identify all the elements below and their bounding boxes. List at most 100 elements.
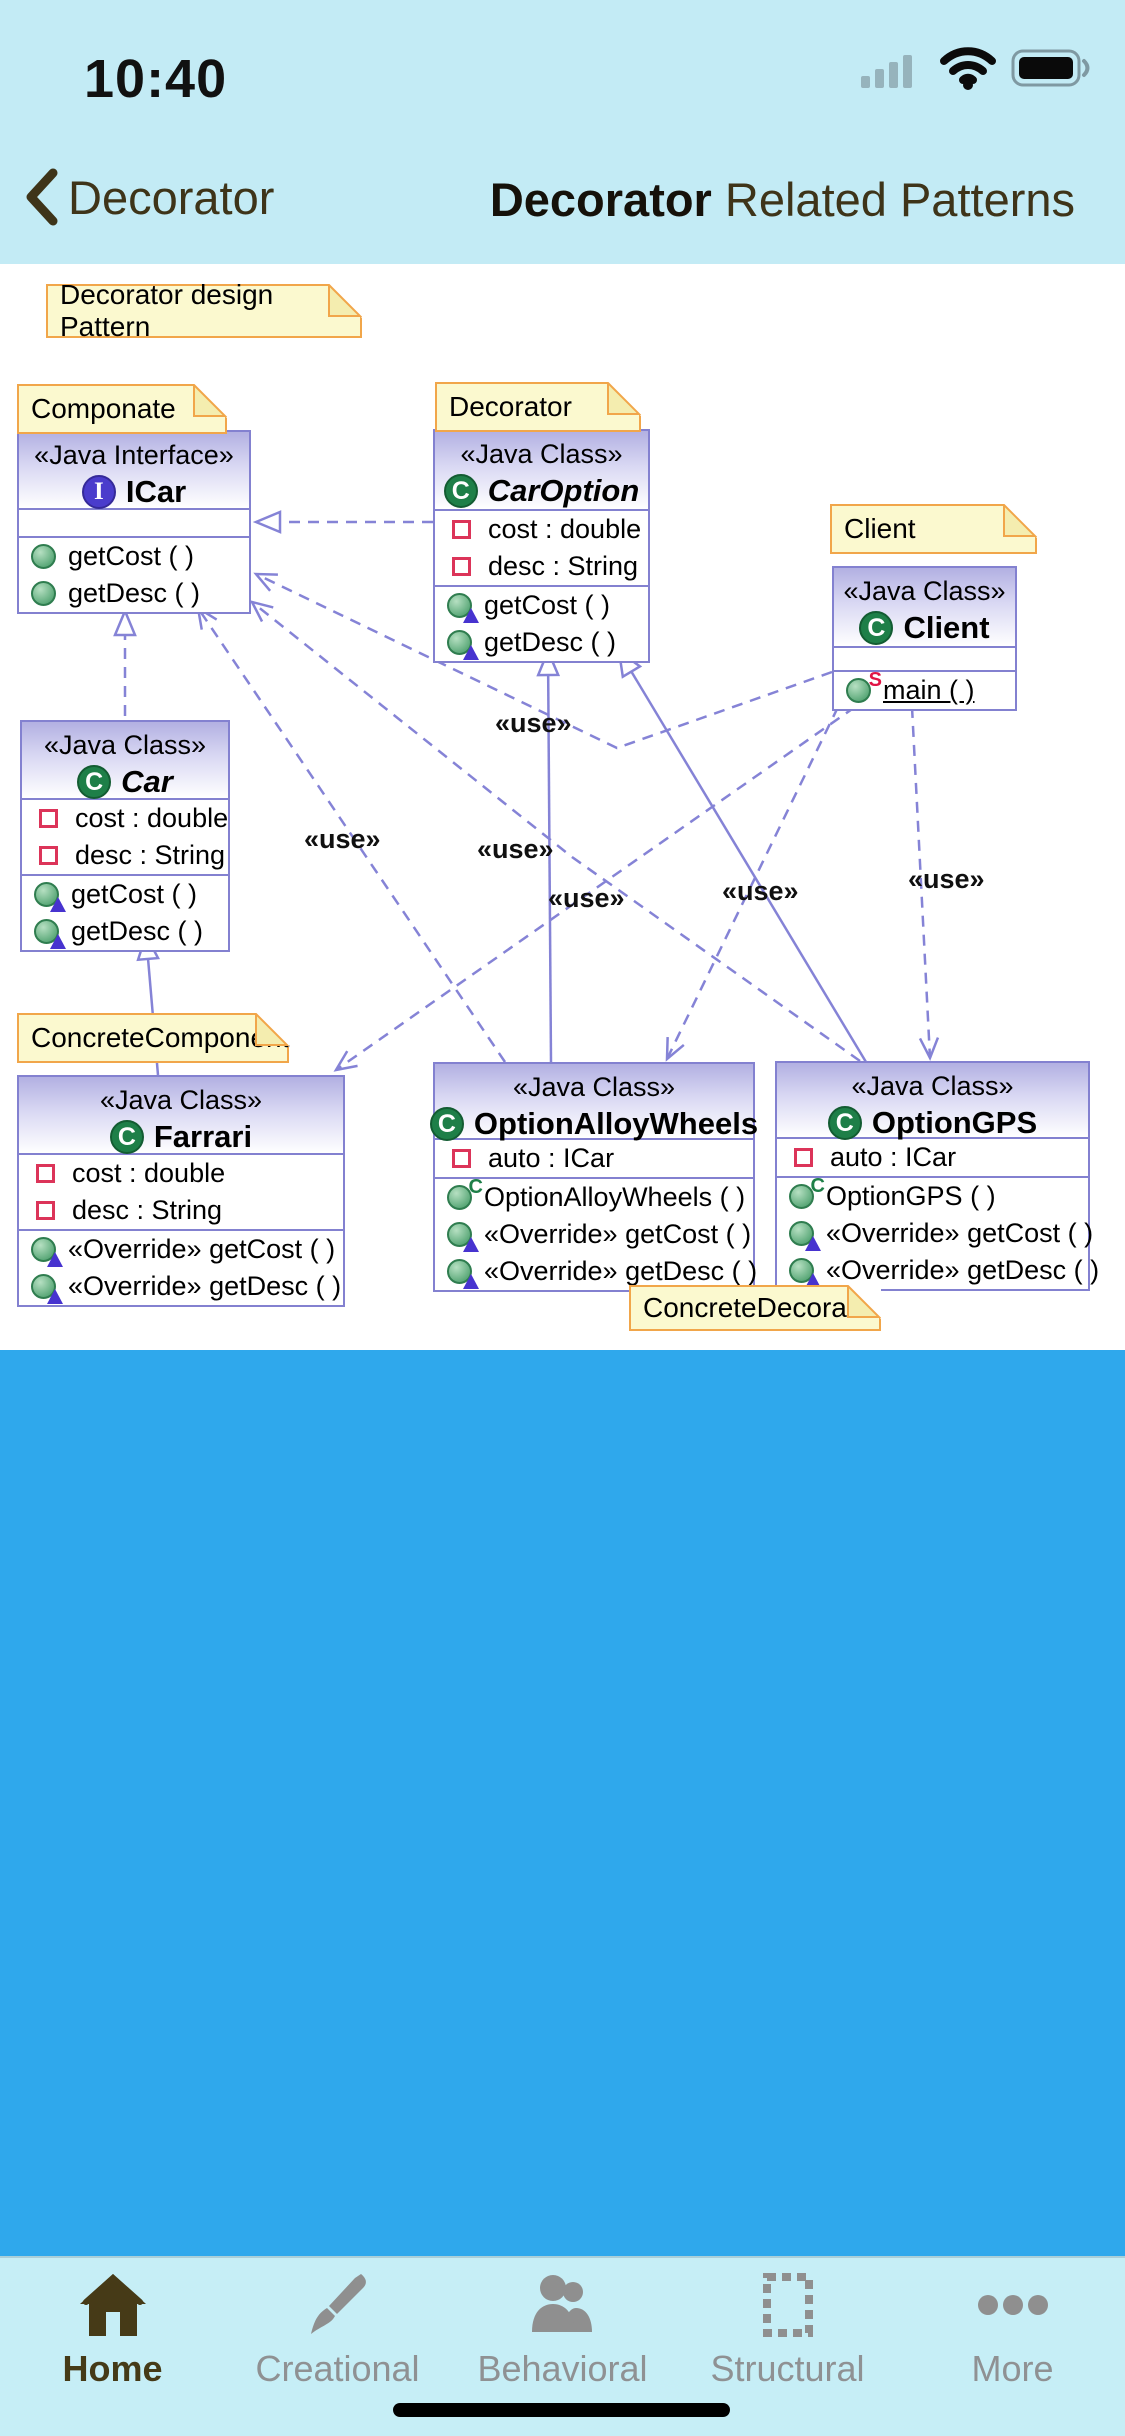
stereotype-label: «Java Class» — [512, 1072, 676, 1102]
note-fold-icon — [607, 382, 641, 416]
class-icon: C — [827, 1106, 862, 1140]
back-chevron-icon — [26, 168, 58, 226]
cellular-signal-icon — [861, 55, 912, 88]
tab-creational[interactable]: Creational — [225, 2258, 450, 2436]
tab-label: More — [971, 2348, 1054, 2389]
class-name: ICar — [125, 474, 187, 509]
note-fold-icon — [847, 1285, 881, 1319]
class-icon: C — [859, 611, 894, 645]
use-client-icar — [256, 574, 833, 750]
stereotype-label: «Java Class» — [851, 1071, 1014, 1101]
status-time: 10:40 — [84, 49, 228, 109]
class-name: Client — [903, 610, 990, 645]
use-stereotype-label: «use» — [548, 883, 625, 913]
private-field-icon — [452, 1149, 471, 1168]
note-concrete-component: ConcreteComponent — [17, 1013, 289, 1063]
stereotype-label: «Java Class» — [460, 439, 623, 469]
paintbrush-icon — [310, 2274, 366, 2334]
private-field-icon — [452, 557, 471, 576]
use-optiongps-icar — [252, 602, 861, 1063]
uml-diagram-canvas[interactable]: «use» «use» «use» «use» «use» «use» Deco… — [0, 264, 1125, 1350]
note-concrete-decorator: ConcreteDecorator — [629, 1285, 881, 1331]
stereotype-label: «Java Class» — [99, 1085, 263, 1115]
override-method-icon — [34, 919, 66, 949]
class-name: Car — [121, 764, 173, 799]
wifi-icon — [940, 47, 996, 90]
note-fold-icon — [193, 384, 227, 418]
class-icon: C — [77, 765, 112, 799]
attributes-section: cost : double desc : String — [19, 1155, 343, 1229]
header: 10:40 Decorato — [0, 0, 1125, 264]
attributes-section — [19, 510, 249, 536]
content-panel — [0, 1350, 1125, 2256]
constructor-method-icon: C — [447, 1176, 483, 1210]
class-icon: C — [109, 1120, 144, 1154]
class-box-farrari: «Java Class» C Farrari cost : double desc… — [17, 1075, 345, 1307]
tab-more[interactable]: More — [900, 2258, 1125, 2436]
status-icons — [861, 46, 1093, 90]
private-field-icon — [36, 1201, 55, 1220]
note-fold-icon — [328, 284, 362, 318]
private-field-icon — [452, 520, 471, 539]
attributes-section: cost : double desc : String — [22, 800, 228, 874]
private-field-icon — [794, 1148, 813, 1167]
override-method-icon — [447, 1259, 479, 1289]
note-client: Client — [830, 504, 1037, 554]
tab-home[interactable]: Home — [0, 2258, 225, 2436]
tab-label: Behavioral — [477, 2348, 648, 2389]
note-fold-icon — [1003, 504, 1037, 538]
frame-icon — [762, 2273, 813, 2337]
override-method-icon — [447, 1222, 479, 1252]
constructor-marker: C — [810, 1175, 825, 1197]
page-title-bold: Decorator — [489, 173, 712, 226]
home-indicator[interactable] — [393, 2403, 730, 2417]
use-stereotype-label: «use» — [495, 708, 572, 738]
class-name: Farrari — [153, 1119, 253, 1154]
back-button-label: Decorator — [68, 170, 275, 224]
tab-label: Creational — [255, 2348, 420, 2389]
static-method-icon: S — [846, 669, 882, 703]
tab-structural[interactable]: Structural — [675, 2258, 900, 2436]
back-button[interactable]: Decorator — [24, 168, 274, 226]
public-method-icon — [31, 581, 56, 606]
override-method-icon — [31, 1237, 63, 1267]
class-icon: C — [443, 474, 478, 508]
stereotype-label: «Java Interface» — [34, 440, 234, 470]
attributes-section: auto : ICar — [777, 1139, 1088, 1176]
interface-icon: I — [81, 475, 116, 509]
methods-section: getCost ( ) getDesc ( ) — [22, 874, 228, 950]
use-stereotype-label: «use» — [304, 824, 381, 854]
override-method-icon — [447, 593, 479, 623]
override-method-icon — [447, 630, 479, 660]
attributes-section: auto : ICar — [435, 1140, 753, 1177]
page-title-rest: Related Patterns — [711, 173, 1075, 226]
override-method-icon — [789, 1221, 821, 1251]
note-pattern-title: Decorator design Pattern — [46, 279, 362, 342]
use-stereotype-label: «use» — [908, 864, 985, 894]
use-client-farrari — [336, 705, 856, 1070]
home-icon — [79, 2273, 146, 2336]
override-method-icon — [31, 1274, 63, 1304]
generalization-optionalloywheels-caroption — [548, 651, 551, 1063]
private-field-icon — [36, 1164, 55, 1183]
private-field-icon — [39, 809, 58, 828]
use-optionalloywheels-icar — [198, 608, 507, 1063]
private-field-icon — [39, 846, 58, 865]
tab-behavioral[interactable]: Behavioral — [450, 2258, 675, 2436]
public-method-icon — [31, 544, 56, 569]
note-fold-icon — [255, 1013, 289, 1047]
battery-icon — [1011, 49, 1090, 87]
attributes-section: cost : double desc : String — [435, 511, 648, 585]
tab-label: Home — [62, 2348, 163, 2389]
uml-connectors — [0, 264, 1125, 1076]
note-componate: Componate — [17, 384, 227, 434]
class-icon: C — [429, 1107, 464, 1141]
use-stereotype-label: «use» — [477, 834, 554, 864]
use-client-optiongps — [910, 706, 930, 1058]
